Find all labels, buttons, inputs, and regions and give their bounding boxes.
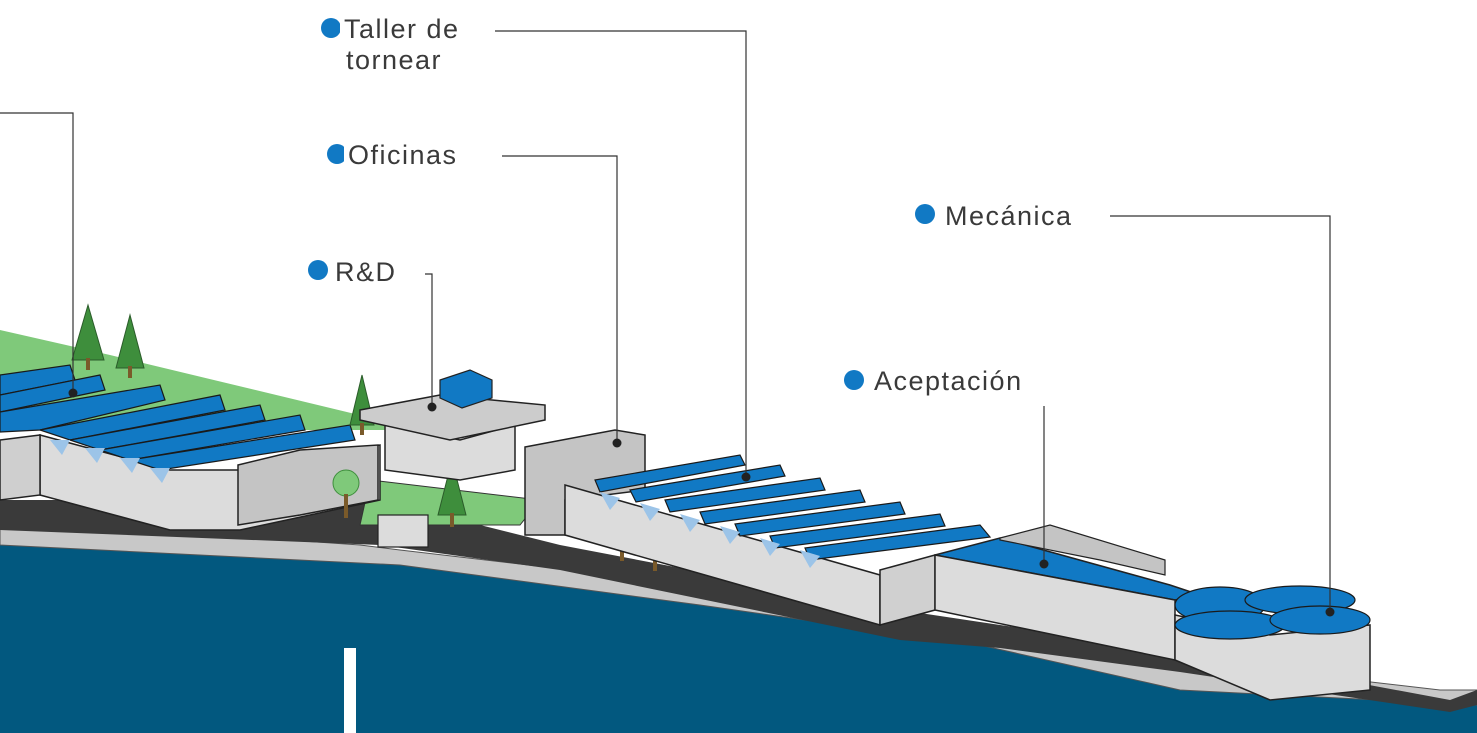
water bbox=[0, 540, 1477, 733]
acceptance-hall-upper bbox=[999, 524, 1166, 576]
workshop-hall-sawtooth bbox=[600, 492, 820, 568]
label-taller-de-tornear: Taller de tornear bbox=[340, 14, 464, 76]
left-hall-roof bbox=[0, 364, 356, 471]
marker-dot-icon bbox=[915, 204, 935, 224]
tree-icon bbox=[115, 313, 145, 378]
left-annex bbox=[237, 444, 379, 526]
label-aceptacion: Aceptación bbox=[870, 366, 1027, 397]
pier-post bbox=[344, 648, 356, 733]
anchor-points bbox=[68, 388, 1335, 617]
label-mecanica: Mecánica bbox=[941, 201, 1077, 232]
rd-building-rooftop bbox=[439, 369, 493, 409]
workshop-hall-roof bbox=[594, 454, 992, 561]
gatehouse bbox=[377, 514, 429, 548]
label-taller-line2: tornear bbox=[346, 45, 443, 75]
marker-dot-icon bbox=[327, 144, 347, 164]
leader-rd bbox=[425, 273, 433, 407]
rd-building-base bbox=[384, 424, 516, 481]
left-hall-end bbox=[0, 434, 41, 501]
tree-icon bbox=[437, 459, 467, 527]
leader-lines bbox=[0, 30, 1331, 612]
label-rd: R&D bbox=[331, 257, 401, 288]
tree-icon bbox=[332, 469, 360, 518]
leader-left-hall bbox=[0, 112, 74, 393]
label-taller-line1: Taller de bbox=[344, 14, 460, 44]
leader-taller bbox=[495, 30, 747, 477]
label-oficinas: Oficinas bbox=[344, 140, 462, 171]
tree-icon bbox=[71, 303, 105, 370]
marker-dot-icon bbox=[308, 260, 328, 280]
leader-mecanica bbox=[1110, 215, 1331, 612]
marker-dot-icon bbox=[321, 18, 341, 38]
marker-dot-icon bbox=[844, 370, 864, 390]
mechanics-hall-roof bbox=[1174, 585, 1371, 640]
left-hall-sawtooth bbox=[50, 440, 170, 483]
leader-oficinas bbox=[502, 155, 618, 443]
road bbox=[0, 500, 1477, 712]
